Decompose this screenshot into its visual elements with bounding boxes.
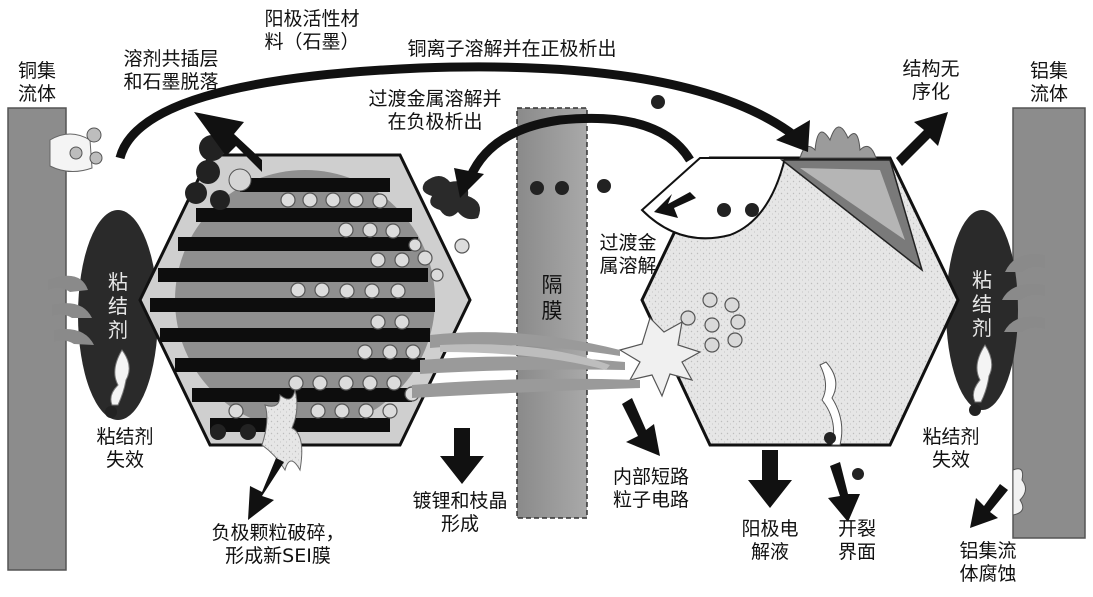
structure-flame: [799, 126, 877, 159]
aluminum-collector-label-1: 铝集: [1029, 60, 1068, 82]
binder-tentacles-right: [1002, 254, 1045, 332]
cu-migration-arrow: [115, 62, 803, 160]
cathode-particles: [680, 292, 746, 353]
solvent-cointercalation-label-2: 和石墨脱落: [123, 71, 219, 93]
binder-left-char-3: 剂: [108, 318, 128, 342]
crack-interface-label-1: 开裂: [837, 518, 876, 540]
aluminum-collector-label-2: 流体: [1029, 83, 1068, 105]
block-arrows: [194, 112, 1008, 528]
copper-collector-label-2: 流体: [17, 83, 56, 105]
binder-fail-right-label-1: 粘结剂: [922, 426, 980, 448]
anode-li-particles: [228, 192, 470, 419]
tm-dissolve-label-2: 属溶解: [599, 255, 657, 277]
aluminum-collector-label: 铝集 流体: [1016, 60, 1082, 106]
binder-fail-left-label-2: 失效: [105, 449, 144, 471]
disordered-region: [779, 159, 924, 273]
binder-fail-left-label-1: 粘结剂: [96, 426, 154, 448]
cu-dissolve-label: 铜离子溶解并在正极析出: [407, 38, 617, 60]
copper-collector-label-1: 铜集: [17, 60, 56, 82]
short-circuit-label-1: 内部短路: [612, 466, 689, 488]
particle-crack-label-1: 负极颗粒破碎，: [211, 522, 345, 544]
copper-dissolution-spots: [49, 127, 103, 172]
tm-migration-arrowhead: [454, 168, 484, 198]
binder-left-char-1: 粘: [108, 270, 128, 294]
binder-right: [946, 210, 1018, 410]
sei-light-particle: [228, 168, 252, 192]
binder-fail-right-label-2: 失效: [931, 449, 970, 471]
electrolyte-label: 阳极电 解液: [734, 518, 806, 564]
binder-right-char-1: 粘: [972, 268, 992, 292]
binder-left-label: 粘 结 剂: [106, 270, 130, 342]
al-corrosion-label-2: 体腐蚀: [959, 563, 1017, 585]
migrating-ions: [530, 95, 864, 480]
electrolyte-label-2: 解液: [750, 541, 789, 563]
particle-crack-label-2: 形成新SEI膜: [225, 545, 331, 567]
binder-tentacles-left: [48, 275, 94, 345]
cu-migration-arrowhead: [776, 120, 810, 152]
plating-label: 镀锂和枝晶 形成: [400, 490, 520, 536]
tm-dissolve-label: 过渡金 属溶解: [592, 232, 664, 278]
short-circuit-label-2: 粒子电路: [612, 489, 689, 511]
binder-fail-drip-left: [110, 349, 130, 406]
lithium-dendrites: [412, 332, 640, 398]
solvent-cointercalation-label-1: 溶剂共插层: [123, 48, 219, 70]
plating-label-1: 镀锂和枝晶: [412, 490, 508, 512]
separator-label-1: 隔: [541, 273, 563, 297]
separator-label: 隔 膜: [537, 272, 567, 324]
tm-deposit-label: 过渡金属溶解并 在负极析出: [350, 88, 520, 134]
short-circuit-label: 内部短路 粒子电路: [606, 466, 696, 512]
al-corrosion-label-1: 铝集流: [959, 540, 1017, 562]
anode-active-label-2: 料（石墨）: [264, 31, 360, 53]
binder-left-char-2: 结: [108, 294, 128, 318]
binder-fail-drip-right: [972, 344, 993, 403]
separator-label-2: 膜: [541, 299, 563, 323]
anode-active-label-1: 阳极活性材: [264, 8, 360, 30]
al-corrosion-notch: [1012, 468, 1026, 516]
binder-right-label: 粘 结 剂: [970, 268, 994, 340]
short-circuit-burst: [618, 316, 702, 398]
binder-drop-left: [105, 406, 117, 418]
plating-label-2: 形成: [440, 513, 479, 535]
anode-crack: [261, 389, 303, 472]
solvent-cointercalation-label: 溶剂共插层 和石墨脱落: [116, 48, 226, 94]
tm-dissolve-label-1: 过渡金: [599, 232, 657, 254]
particle-crack-label: 负极颗粒破碎， 形成新SEI膜: [198, 522, 358, 568]
copper-collector-label: 铜集 流体: [6, 60, 68, 106]
binder-fail-left-label: 粘结剂 失效: [90, 426, 160, 472]
binder-right-char-3: 剂: [972, 316, 992, 340]
cathode-crack: [819, 361, 843, 446]
tm-migration-arrow: [465, 113, 694, 180]
structure-disorder-label: 结构无 序化: [898, 58, 964, 104]
structure-disorder-label-1: 结构无: [902, 58, 960, 80]
tm-deposit-label-2: 在负极析出: [387, 111, 483, 133]
crack-interface-label-2: 界面: [837, 541, 876, 563]
al-corrosion-label: 铝集流 体腐蚀: [948, 540, 1028, 586]
disordered-region-inner: [800, 168, 905, 240]
cathode-dissolution-cavity: [640, 157, 787, 240]
binder-fail-right-label: 粘结剂 失效: [916, 426, 986, 472]
crack-interface-label: 开裂 界面: [832, 518, 882, 564]
electrolyte-label-1: 阳极电: [741, 518, 799, 540]
graphite-layers: [150, 178, 435, 432]
binder-left: [78, 210, 158, 420]
anode-active-label: 阳极活性材 料（石墨）: [252, 8, 372, 54]
binder-drop-right: [969, 404, 981, 416]
tm-deposit-label-1: 过渡金属溶解并: [368, 88, 502, 110]
separator: [516, 107, 588, 519]
structure-disorder-label-2: 序化: [911, 81, 950, 103]
binder-right-char-2: 结: [972, 292, 992, 316]
